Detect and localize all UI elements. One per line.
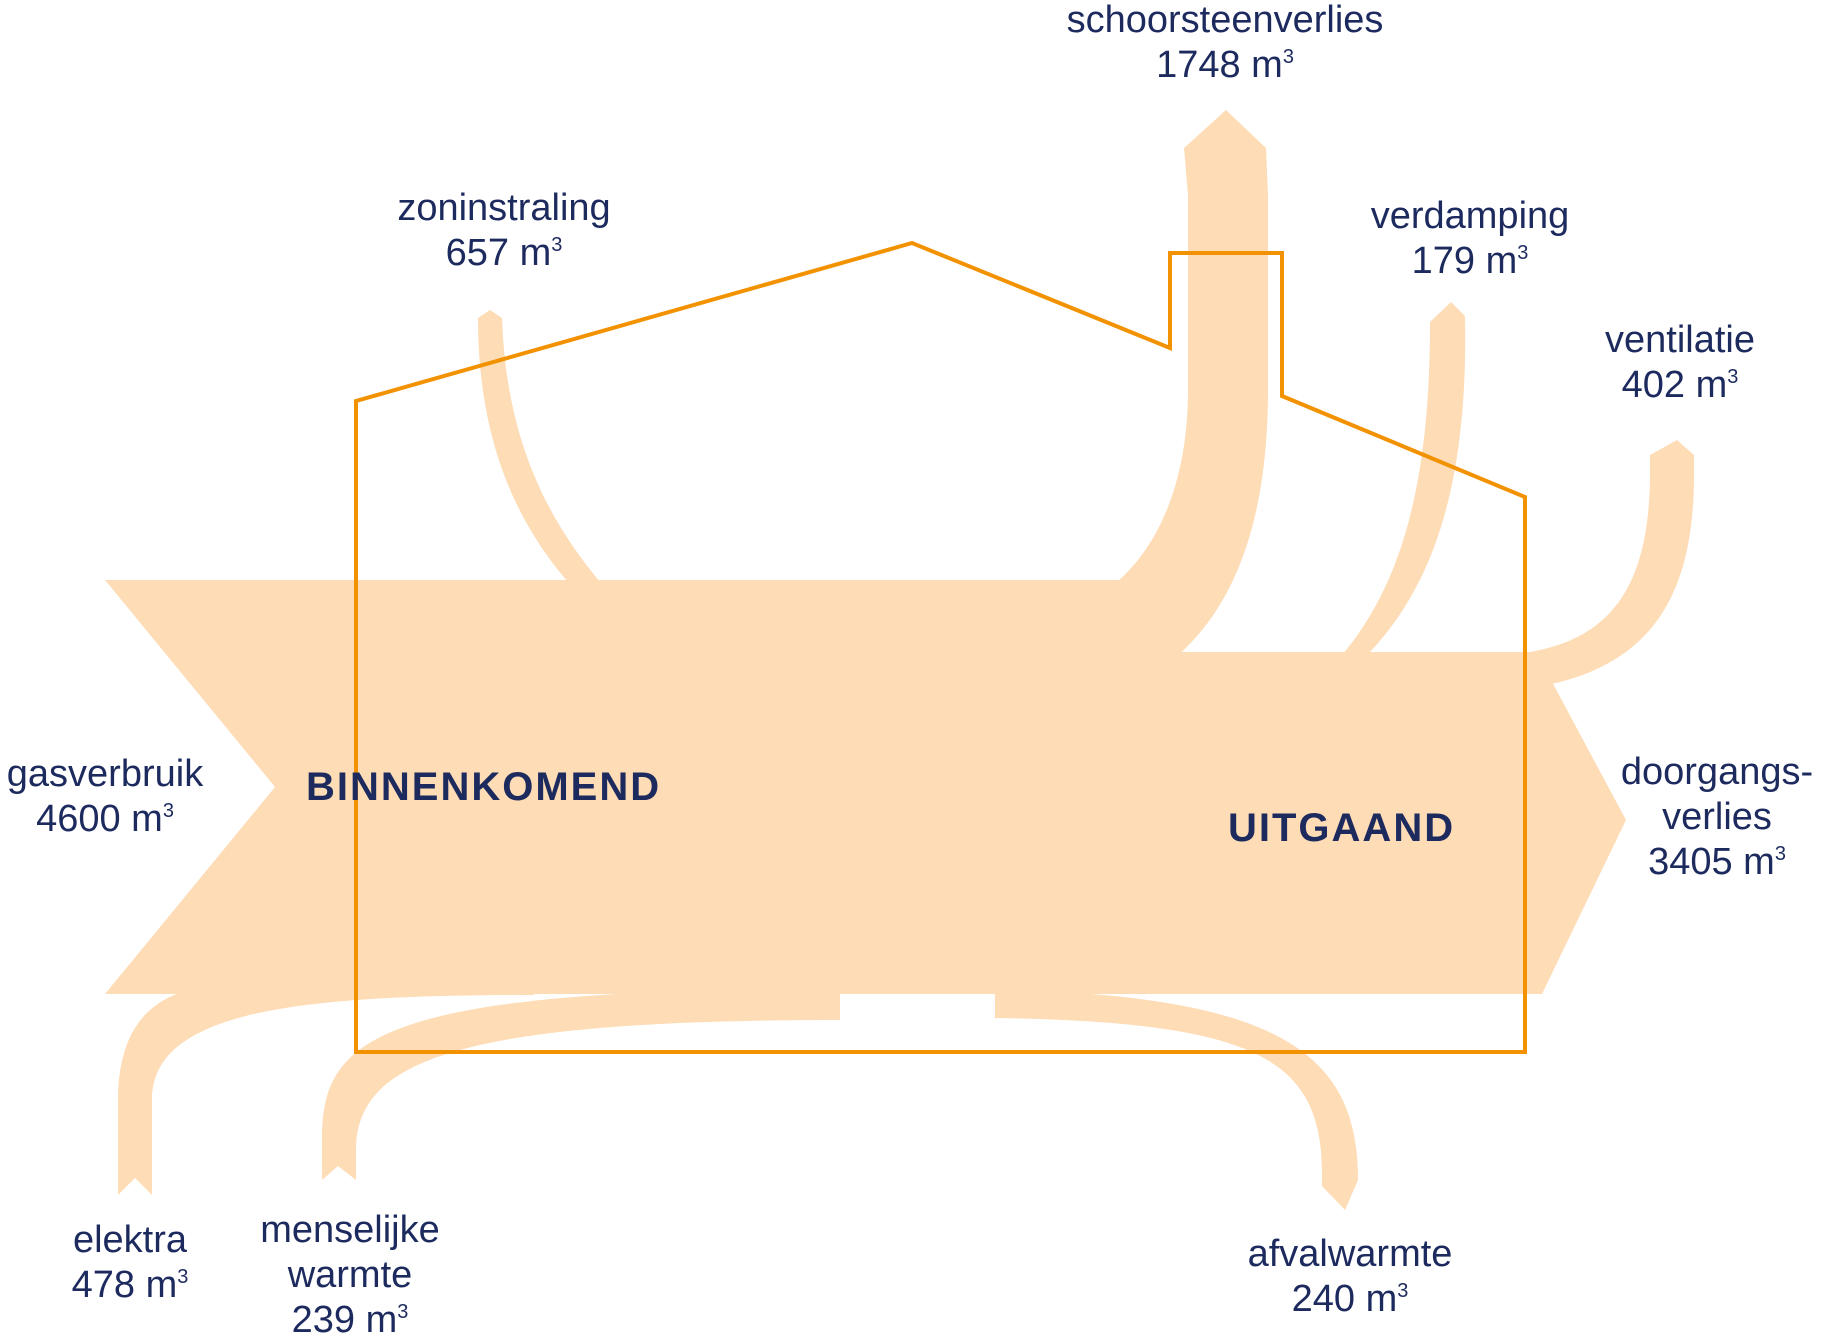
gasverbruik-label: gasverbruik 4600 m3	[0, 752, 210, 842]
menselijke-warmte-label: menselijke warmte 239 m3	[230, 1208, 470, 1343]
elektra-label: elektra 478 m3	[30, 1218, 230, 1308]
zone-label-incoming: BINNENKOMEND	[306, 765, 662, 809]
elektra-value: 478 m3	[71, 1264, 189, 1306]
flow-bands	[105, 110, 1694, 1210]
schoorsteenverlies-name: schoorsteenverlies	[1066, 0, 1384, 41]
ventilatie-name: ventilatie	[1605, 319, 1755, 361]
ventilatie-flow	[1530, 440, 1694, 688]
zoninstraling-name: zoninstraling	[397, 187, 611, 229]
afvalwarmte-label: afvalwarmte 240 m3	[1215, 1232, 1485, 1322]
schoorsteenverlies-flow	[1117, 110, 1268, 662]
menselijke-warmte-flow	[322, 990, 840, 1180]
doorgangsverlies-label: doorgangs- verlies 3405 m3	[1605, 750, 1829, 885]
zoninstraling-value: 657 m3	[445, 232, 563, 274]
afvalwarmte-value: 240 m3	[1291, 1278, 1409, 1320]
doorgangsverlies-name-2: verlies	[1662, 796, 1772, 838]
gasverbruik-value: 4600 m3	[36, 798, 174, 840]
schoorsteenverlies-label: schoorsteenverlies 1748 m3	[1025, 0, 1425, 88]
schoorsteenverlies-value: 1748 m3	[1156, 44, 1294, 86]
ventilatie-label: ventilatie 402 m3	[1560, 318, 1800, 408]
zoninstraling-flow	[478, 310, 600, 582]
main-flow-band	[105, 580, 1626, 994]
gasverbruik-name: gasverbruik	[6, 753, 204, 795]
afvalwarmte-name: afvalwarmte	[1247, 1233, 1453, 1275]
verdamping-label: verdamping 179 m3	[1340, 194, 1600, 284]
elektra-name: elektra	[72, 1219, 188, 1261]
verdamping-value: 179 m3	[1411, 240, 1529, 282]
afvalwarmte-flow	[995, 990, 1358, 1210]
verdamping-name: verdamping	[1370, 195, 1570, 237]
menselijke-warmte-value: 239 m3	[291, 1299, 409, 1341]
elektra-flow	[118, 988, 534, 1195]
ventilatie-value: 402 m3	[1621, 364, 1739, 406]
zone-label-outgoing: UITGAAND	[1228, 806, 1456, 850]
verdamping-flow	[1342, 302, 1466, 655]
menselijke-warmte-name-1: menselijke	[260, 1209, 440, 1251]
house-outline	[354, 240, 1527, 1054]
menselijke-warmte-name-2: warmte	[287, 1254, 413, 1296]
doorgangsverlies-value: 3405 m3	[1648, 841, 1786, 883]
zoninstraling-label: zoninstraling 657 m3	[372, 186, 636, 276]
doorgangsverlies-name-1: doorgangs-	[1620, 751, 1814, 793]
